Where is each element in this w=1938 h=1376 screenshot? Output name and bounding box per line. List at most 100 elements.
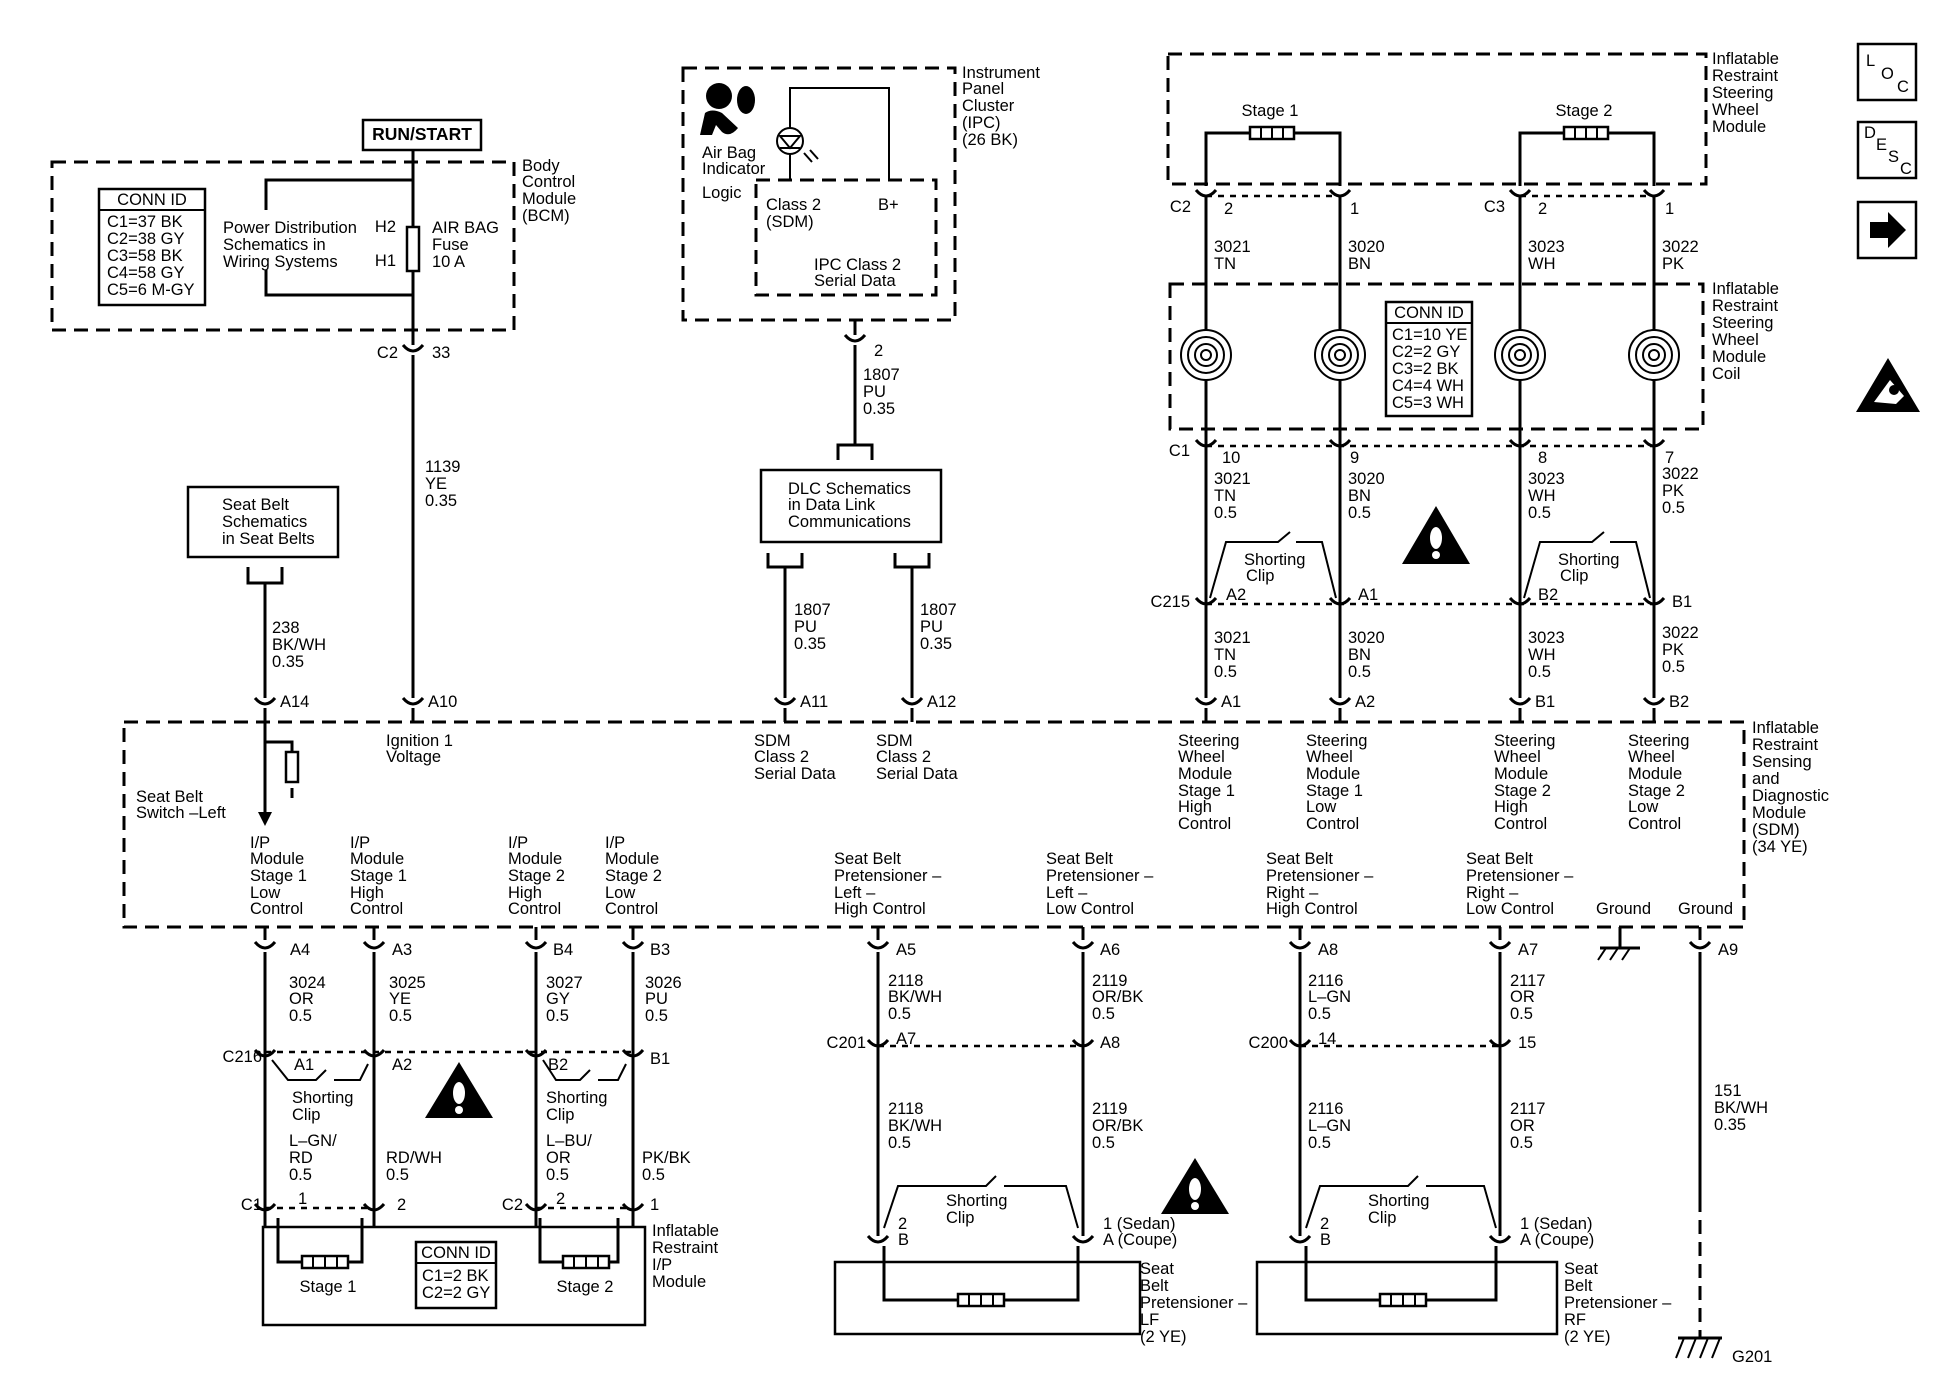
sdm-pin: A4	[290, 941, 310, 959]
c216-shorting-clip-2	[542, 1059, 627, 1081]
sw-stage1-squib	[1248, 125, 1296, 141]
svg-text:E: E	[1876, 136, 1887, 154]
c215-pin: A1	[1358, 586, 1378, 604]
airbag-person-icon	[700, 83, 755, 135]
run-start-label: RUN/START	[372, 124, 472, 144]
sdm-pin: A10	[428, 693, 457, 711]
bcm-name: Body Control Module (BCM)	[522, 157, 581, 225]
loc-button[interactable]: L O C	[1856, 42, 1918, 102]
ip-conn-id-title: CONN ID	[421, 1244, 491, 1262]
sw-c3-label: C3	[1484, 198, 1505, 216]
sdm-pin: A7	[1518, 941, 1538, 959]
clockspring-coil-box	[1168, 282, 1705, 431]
svg-text:L–BU/OR0.5: L–BU/OR0.5	[546, 1132, 592, 1184]
bcm-pin-33: 33	[432, 344, 450, 362]
coil-conn-id-title: CONN ID	[1394, 304, 1464, 322]
svg-text:C: C	[1897, 78, 1909, 96]
c201-c200-connectors	[866, 1038, 1512, 1048]
ipc-bplus: B+	[878, 196, 899, 214]
sw-pin: 1	[1665, 200, 1674, 218]
ip-pin: 2	[556, 1190, 565, 1208]
indicator-led-icon	[776, 127, 819, 163]
ignition-label: Ignition 1 Voltage	[386, 732, 458, 766]
warning-icon	[1161, 1158, 1229, 1214]
ipc-serial-data: IPC Class 2 Serial Data	[814, 256, 906, 290]
ipc-wire-label: 1807 PU 0.35	[863, 366, 904, 418]
svg-text:L–GN/RD0.5: L–GN/RD0.5	[289, 1132, 337, 1184]
ipc-class2-sdm: Class 2 (SDM)	[766, 196, 826, 231]
airbag-fuse	[405, 225, 421, 273]
sdm-serial-label-2: SDM Class 2 Serial Data	[876, 732, 958, 783]
sdm-pin: A8	[1318, 941, 1338, 959]
c201-pin: A8	[1100, 1034, 1120, 1052]
c216-label: C216	[223, 1048, 262, 1066]
c216-pin: A2	[392, 1056, 412, 1074]
seat-belt-ref-box	[186, 485, 340, 559]
c201-pin: A7	[896, 1030, 916, 1048]
sdm-serial-label-1: SDM Class 2 Serial Data	[754, 732, 836, 783]
svg-text:PK/BK0.5: PK/BK0.5	[642, 1149, 691, 1184]
desc-button[interactable]: D E S C	[1856, 120, 1918, 180]
sdm-pin: A11	[800, 693, 828, 711]
next-arrow-button[interactable]	[1856, 200, 1918, 260]
sw-stage2-label: Stage 2	[1556, 102, 1613, 120]
ip-module-connectors	[253, 1202, 645, 1212]
c216-pin: A1	[294, 1056, 314, 1074]
sdm-module-box	[122, 720, 1746, 929]
seat-belt-switch-label: Seat Belt Switch –Left	[136, 788, 226, 822]
ip-module-name: Inflatable Restraint I/P Module	[652, 1222, 724, 1291]
sw-c2-label: C2	[1170, 198, 1191, 216]
coil-c1-label: C1	[1169, 442, 1190, 460]
airbag-indicator-label: Air Bag Indicator	[702, 144, 766, 178]
bcm-c2-label: C2	[377, 344, 398, 362]
sdm-pin: A6	[1100, 941, 1120, 959]
ip-pin: 1	[650, 1196, 659, 1214]
c215-pin: B1	[1672, 593, 1692, 611]
c201-label: C201	[827, 1034, 866, 1052]
dlc-ref-box	[759, 468, 943, 544]
ip-stage1-label: Stage 1	[300, 1278, 357, 1296]
svg-text:S: S	[1888, 148, 1899, 166]
warning-icon	[1402, 506, 1470, 564]
sw-stage1-label: Stage 1	[1242, 102, 1299, 120]
lf-pretensioner-name: Seat Belt Pretensioner – LF (2 YE)	[1140, 1260, 1252, 1346]
lf-pin-right: 1 (Sedan)A (Coupe)	[1103, 1215, 1177, 1249]
g201-ground-icon	[1675, 1330, 1722, 1359]
dlc-wire-left: 1807 PU 0.35	[794, 601, 835, 653]
c200-label: C200	[1249, 1034, 1288, 1052]
sw-stage2-squib	[1562, 125, 1610, 141]
c200-pin: 14	[1318, 1030, 1336, 1048]
ip-c1-label: C1	[241, 1196, 262, 1214]
ip-pin: 1	[298, 1190, 307, 1208]
bcm-module-box	[50, 160, 516, 332]
g201-label: G201	[1732, 1348, 1772, 1366]
